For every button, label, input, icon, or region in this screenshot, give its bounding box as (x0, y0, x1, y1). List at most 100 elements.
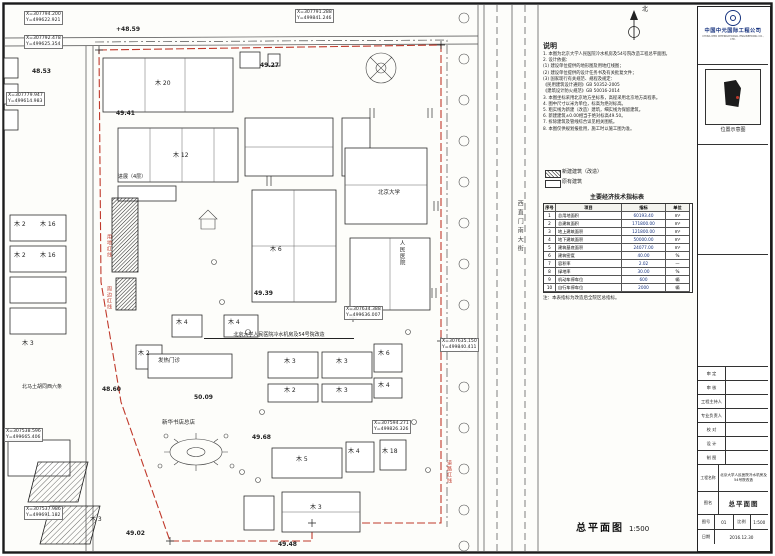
coord-label-tl1: X=307794.200 Y=499622.921 (24, 11, 63, 25)
table-header-cell: 项目 (556, 204, 622, 212)
site-marker-dot (736, 96, 739, 99)
table-cell: 地下建筑面积 (556, 236, 622, 244)
project-info-block: 工程名称 北京大学人民医院冷水机房及54号院改造 图名 总平面图 图号 01 比… (698, 465, 768, 551)
legend-swatch-existing (545, 180, 561, 188)
company-logo-block: 中国中元国际工程公司 CHINA IPPR INTERNATIONAL ENGI… (698, 7, 768, 65)
personnel-value (726, 409, 768, 422)
coord-label-c1: X=307634.388 Y=499636.007 (344, 306, 383, 320)
table-cell: 24077.00 (622, 244, 666, 252)
building-label-b2: 木 2 (284, 387, 296, 394)
sheet-name-label: 图名 (698, 492, 719, 514)
table-cell: 5 (544, 244, 556, 252)
table-header-cell: 单位 (666, 204, 690, 212)
coord-label-tr1: X=307791.288 Y=499841.246 (295, 9, 334, 23)
table-cell: 30.00 (622, 268, 666, 276)
table-cell: m² (666, 228, 690, 236)
elevation-label: 49.48 (278, 541, 297, 548)
personnel-label: 审 核 (698, 381, 726, 394)
sheet-no-value: 01 (715, 515, 734, 529)
building-label-b2: 木 2 (14, 221, 26, 228)
elevation-label: 48.60 (102, 386, 121, 393)
stair-symbols (266, 108, 439, 298)
building-label-b6: 木 6 (378, 350, 390, 357)
table-cell: 600 (622, 276, 666, 284)
legend-label-new: 新建建筑（改造） (562, 169, 603, 175)
table-title: 主要经济技术指标表 (589, 194, 644, 201)
redline-label-road: 道路红线 (446, 460, 452, 484)
caption-title: 总平面图 (576, 523, 624, 534)
building-label-b5: 木 5 (296, 456, 308, 463)
elevation-label: +48.59 (116, 26, 141, 33)
table-cell: 建筑密度 (556, 252, 622, 260)
table-cell: 10 (544, 284, 556, 292)
building-partition-lines (144, 58, 427, 513)
legend-swatch-new (545, 170, 561, 178)
table-cell: % (666, 252, 690, 260)
personnel-label: 设 计 (698, 437, 726, 450)
building-label-b3: 木 3 (284, 358, 296, 365)
coord-label-l2: X=307538.596 Y=499665.406 (4, 428, 43, 442)
road-label-main-street: 西直门南大街 (516, 200, 524, 254)
table-cell: 4 (544, 236, 556, 244)
building-label-b12: 木 12 (173, 152, 189, 159)
table-cell: — (666, 260, 690, 268)
label-bookstore: 新华书店总店 (162, 420, 196, 426)
personnel-value (726, 437, 768, 450)
notes-title: 说明 (543, 42, 557, 50)
road-label-west-lane: 北马土胡同西六条 (22, 384, 63, 390)
date-label: 日期 (698, 530, 715, 544)
table-cell: 3 (544, 228, 556, 236)
elevation-label: 49.02 (126, 530, 145, 537)
site-highlight-shape (724, 80, 741, 107)
coord-label-l1: X=307779.947 Y=499614.983 (6, 92, 45, 106)
table-cell: 总用地面积 (556, 212, 622, 220)
table-cell: 7 (544, 260, 556, 268)
label-peking-university: 北京大学 (378, 190, 401, 196)
title-block-panel: 中国中元国际工程公司 CHINA IPPR INTERNATIONAL ENGI… (697, 6, 771, 552)
project-name-value: 北京大学人民医院冷水机房及54号院改造 (720, 473, 767, 482)
table-header-cell: 指标 (622, 204, 666, 212)
location-map (705, 69, 761, 125)
label-fever-clinic: 发热门诊 (158, 358, 181, 364)
building-label-b16: 木 16 (40, 221, 56, 228)
coord-label-bl1: X=307537.986 Y=499691.182 (24, 506, 63, 520)
table-cell: m² (666, 212, 690, 220)
table-header-cell: 序号 (544, 204, 556, 212)
drawing-caption: 总平面图 1:500 (576, 516, 649, 535)
elevation-label: 49.41 (116, 110, 135, 117)
blank-section-2 (698, 255, 768, 367)
scale-value: 1:500 (753, 519, 766, 525)
redline-label-perimeter: 周边红线 (106, 286, 112, 310)
building-label-b4: 木 4 (228, 319, 240, 326)
location-map-caption: 位置示意图 (720, 127, 746, 133)
table-cell: m² (666, 220, 690, 228)
scale-label: 比例 (734, 515, 751, 529)
table-cell: m² (666, 244, 690, 252)
date-value: 2016.12.30 (729, 534, 754, 540)
table-cell: 2 (544, 220, 556, 228)
elevation-label: 49.39 (254, 290, 273, 297)
site-boundary-redline (98, 44, 442, 542)
project-name-label: 工程名称 (698, 465, 719, 491)
building-label-b2: 木 2 (138, 350, 150, 357)
blank-section-1 (698, 145, 768, 255)
building-label-b3: 木 3 (310, 504, 322, 511)
caption-scale: 1:500 (629, 525, 650, 533)
company-logo-icon (725, 10, 741, 26)
table-cell: 容积率 (556, 260, 622, 268)
personnel-label: 校 对 (698, 423, 726, 436)
table-cell: 2000 (622, 284, 666, 292)
table-cell: 2.02 (622, 260, 666, 268)
table-cell: 自行车停车位 (556, 284, 622, 292)
coord-label-r1: X=307635.150 Y=499840.411 (440, 338, 479, 352)
company-name-cn: 中国中元国际工程公司 (704, 28, 762, 34)
table-cell: 40.00 (622, 252, 666, 260)
table-note: 注：本表指标为改造后全院区总指标。 (543, 296, 620, 301)
building-label-b3: 木 3 (22, 340, 34, 347)
redline-label-land: 用地红线 (106, 234, 112, 258)
table-cell: 171800.00 (622, 220, 666, 228)
table-cell: 121800.00 (622, 228, 666, 236)
company-name-en: CHINA IPPR INTERNATIONAL ENGINEERING CO.… (702, 35, 764, 42)
building-label-b3: 木 3 (336, 358, 348, 365)
